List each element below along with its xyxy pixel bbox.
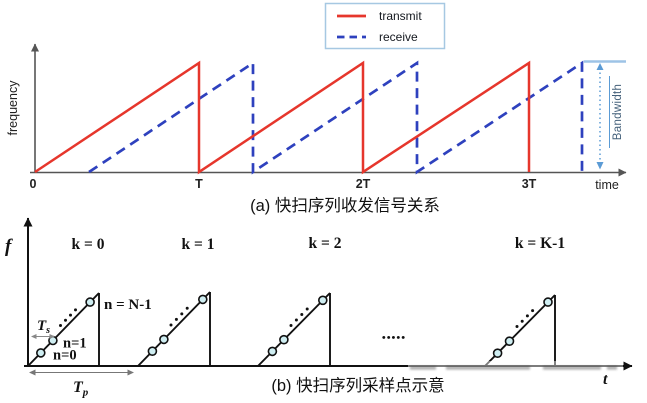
ts-label: Ts xyxy=(37,318,50,336)
sample-point-marker xyxy=(85,297,95,307)
transmit-signal-curve xyxy=(34,60,531,175)
panel-b-x-axis-label: t xyxy=(603,371,608,388)
tp-arrowhead-right-icon xyxy=(127,369,134,376)
sample-point-marker xyxy=(317,295,328,306)
ts-arrowhead-right-icon xyxy=(49,334,55,339)
ramp-ellipsis-dots xyxy=(59,306,535,328)
panel-b-caption: (b) 快扫序列采样点示意 xyxy=(271,376,444,395)
tp-label: Tp xyxy=(73,379,89,399)
legend-transmit-label: transmit xyxy=(379,9,422,23)
chirp-label-k1: k = 1 xyxy=(182,236,215,253)
ts-arrowhead-left-icon xyxy=(31,334,37,339)
sample-point-marker xyxy=(279,334,289,345)
sample-label-n-last: n = N-1 xyxy=(104,297,152,313)
tick-T: T xyxy=(195,177,203,191)
legend: transmit receive xyxy=(324,2,446,50)
panel-b-y-axis-label: f xyxy=(5,236,13,257)
tp-arrowhead-left-icon xyxy=(29,369,36,376)
chirp-label-k0: k = 0 xyxy=(72,236,105,253)
sample-point-marker xyxy=(35,348,46,358)
chirp-2-ramp xyxy=(257,292,331,367)
sample-point-marker xyxy=(159,334,169,345)
sample-point-marker xyxy=(504,336,515,347)
bandwidth-arrowhead-down-icon xyxy=(596,162,604,170)
legend-receive-label: receive xyxy=(379,30,418,44)
panel-a-y-axis-label: frequency xyxy=(6,80,20,136)
sweep-period-annotation: Tp xyxy=(29,369,134,399)
bandwidth-annotation: Bandwidth xyxy=(584,60,626,170)
tick-0: 0 xyxy=(30,177,37,191)
sample-point-markers xyxy=(35,294,553,359)
between-chirps-ellipsis: ••••• xyxy=(382,332,406,344)
tick-3T: 3T xyxy=(522,177,537,191)
bandwidth-arrowhead-up-icon xyxy=(596,63,604,70)
watermark-smudge xyxy=(408,361,623,372)
sample-label-n0: n=0 xyxy=(53,348,77,364)
panel-a-x-axis-label: time xyxy=(595,178,619,192)
panel-a-caption: (a) 快扫序列收发信号关系 xyxy=(250,196,440,215)
sample-interval-annotation: Ts xyxy=(31,318,55,339)
sample-point-marker xyxy=(147,346,158,357)
sample-point-marker xyxy=(543,297,553,307)
bandwidth-label: Bandwidth xyxy=(612,84,624,140)
sample-point-marker xyxy=(492,348,503,359)
tick-2T: 2T xyxy=(356,177,371,191)
chirp-label-klast: k = K-1 xyxy=(515,235,565,252)
legend-box xyxy=(324,2,446,50)
sample-point-marker xyxy=(198,294,208,305)
chirp-label-k2: k = 2 xyxy=(309,235,342,252)
sample-label-n1: n=1 xyxy=(63,336,87,352)
sample-point-marker xyxy=(267,346,278,357)
receive-signal-curve xyxy=(88,60,584,175)
panel-a: Bandwidth frequency time 0 T 2T 3T trans… xyxy=(6,2,627,215)
panel-b: ••••• k = 0 k = 1 k = 2 k = K-1 n = N-1 … xyxy=(5,217,633,399)
